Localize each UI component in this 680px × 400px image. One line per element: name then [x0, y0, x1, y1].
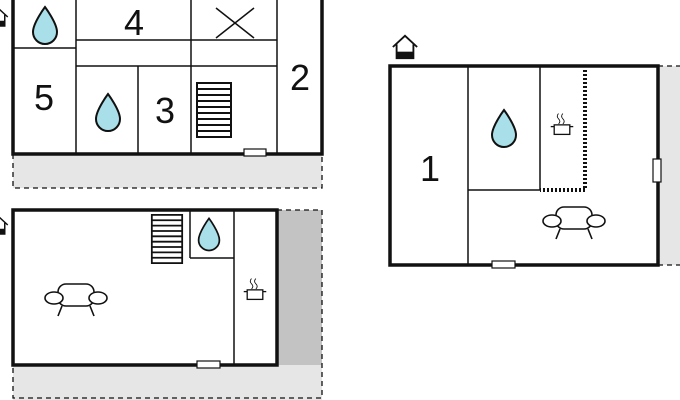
interior-walls — [13, 0, 278, 154]
terrace-outline — [12, 154, 323, 189]
floorplan-lower-left — [0, 208, 323, 400]
floorplan-right: 1 — [388, 34, 680, 269]
covered-terrace — [277, 210, 322, 365]
window-marker-icon — [243, 148, 267, 157]
floorplan-upper-left: 4 5 3 2 — [0, 0, 324, 189]
window-marker-icon — [652, 158, 662, 183]
house-entrance-icon — [391, 34, 419, 60]
terrace-area — [13, 154, 322, 188]
terrace-outline — [658, 65, 680, 266]
room-number: 3 — [155, 90, 175, 131]
room-number: 4 — [124, 2, 144, 43]
stairs-icon — [150, 214, 184, 264]
window-marker-icon — [491, 260, 516, 269]
room-number: 1 — [420, 148, 440, 189]
stairs-icon — [196, 82, 232, 138]
house-entrance-icon — [0, 215, 9, 235]
terrace-outline — [12, 209, 323, 399]
terrace-area — [658, 66, 680, 265]
interior-walls — [467, 66, 541, 265]
building-outline — [11, 208, 279, 367]
window-marker-icon — [196, 360, 221, 369]
counter-boundary — [540, 70, 587, 192]
room-number: 2 — [290, 57, 310, 98]
building-outline — [11, 0, 324, 156]
house-entrance-icon — [0, 7, 9, 27]
building-outline — [388, 64, 660, 267]
interior-walls — [189, 210, 235, 365]
terrace-area — [13, 365, 322, 400]
room-number: 5 — [34, 77, 54, 118]
